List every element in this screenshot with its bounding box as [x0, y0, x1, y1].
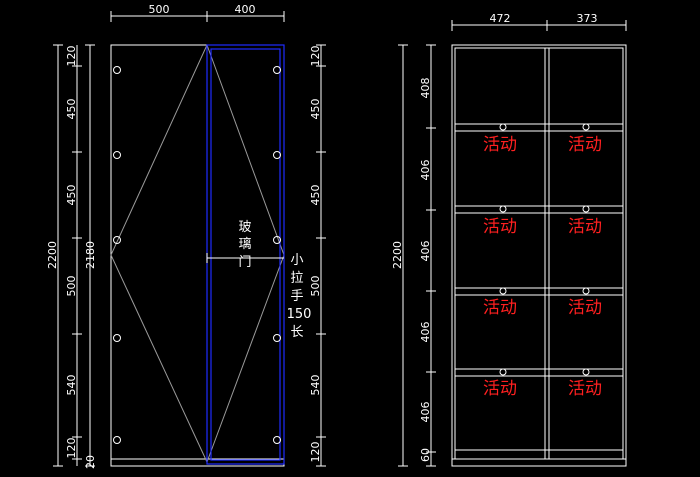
handle-label-char-1: 小 — [290, 253, 303, 268]
dim-left-seg-500: 500 — [65, 276, 78, 297]
active-label-1-left: 活动 — [483, 135, 517, 155]
dim-right-seg-450-a: 450 — [309, 99, 322, 120]
active-label-2-left: 活动 — [483, 217, 517, 237]
active-label-4-left: 活动 — [483, 379, 517, 399]
dim-left-seg-450-a: 450 — [65, 99, 78, 120]
dim-height-2180: 2180 — [84, 241, 97, 269]
shelf-3 — [454, 287, 624, 296]
dim-right-seg-500: 500 — [309, 276, 322, 297]
dim-right-seg-120-bottom: 120 — [309, 442, 322, 463]
dim-left-seg-450-b: 450 — [65, 185, 78, 206]
glass-door-label-char-3: 门 — [238, 255, 251, 270]
dim-width-373: 373 — [577, 12, 598, 25]
handle-label-length: 150 — [287, 307, 312, 322]
door-swing-diagram-right — [206, 44, 285, 463]
left-elevation — [110, 44, 285, 467]
active-label-1-right: 活动 — [568, 135, 602, 155]
left-width-dimension — [110, 11, 285, 22]
glass-door-label-char-1: 玻 — [238, 220, 251, 235]
dim-shelf-60: 60 — [419, 448, 432, 462]
right-cabinet-outer — [451, 44, 627, 467]
dim-right-seg-450-b: 450 — [309, 185, 322, 206]
right-height-dimension-lines — [398, 44, 436, 467]
dim-shelf-406-d: 406 — [419, 402, 432, 423]
left-height-dimension-lines — [53, 44, 95, 467]
shelves — [454, 123, 624, 451]
dim-shelf-406-b: 406 — [419, 241, 432, 262]
dim-right-seg-540: 540 — [309, 375, 322, 396]
dim-width-500: 500 — [149, 3, 170, 16]
door-handle-mark — [206, 253, 284, 263]
glass-door-label-char-2: 璃 — [238, 237, 251, 252]
handle-label-char-2: 拉 — [290, 271, 303, 286]
door-swing-diagram-left — [110, 44, 208, 463]
dim-left-seg-540: 540 — [65, 375, 78, 396]
active-label-3-right: 活动 — [568, 298, 602, 318]
dim-width-472: 472 — [490, 12, 511, 25]
dim-right-height-2200: 2200 — [391, 241, 404, 269]
dim-height-2200: 2200 — [46, 241, 59, 269]
handle-label-char-3: 手 — [290, 289, 303, 304]
hinge-circles — [113, 66, 281, 444]
dim-shelf-406-c: 406 — [419, 322, 432, 343]
dim-right-seg-120-top: 120 — [309, 46, 322, 67]
handle-label-char-5: 长 — [290, 325, 303, 340]
left-right-dimension-lines — [316, 44, 326, 467]
active-label-2-right: 活动 — [568, 217, 602, 237]
dim-shelf-406-a: 406 — [419, 160, 432, 181]
right-width-dimension — [451, 20, 627, 31]
shelf-4 — [454, 368, 624, 377]
dim-shelf-408: 408 — [419, 78, 432, 99]
shelf-1 — [454, 123, 624, 132]
active-label-4-right: 活动 — [568, 379, 602, 399]
dim-left-seg-120-bottom: 120 — [65, 438, 78, 459]
dim-width-400: 400 — [235, 3, 256, 16]
right-section — [451, 44, 627, 467]
dim-left-seg-20: 20 — [84, 455, 97, 469]
shelf-2 — [454, 205, 624, 214]
dim-left-seg-120-top: 120 — [65, 46, 78, 67]
active-label-3-left: 活动 — [483, 298, 517, 318]
left-cabinet-outline — [110, 44, 285, 467]
